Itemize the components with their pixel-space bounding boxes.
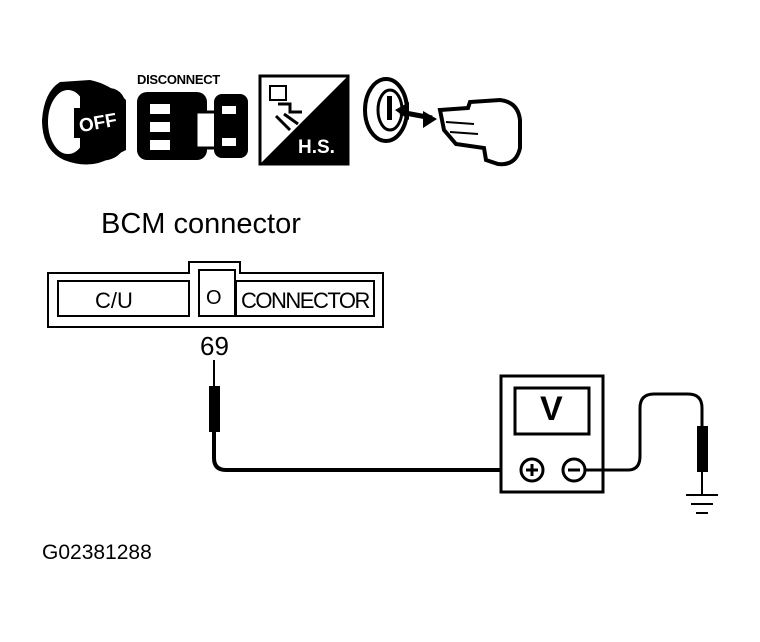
ground-icon <box>686 494 718 514</box>
ground-wire <box>586 392 708 494</box>
connector-cu-label: C/U <box>95 288 133 313</box>
probe-wire <box>209 360 522 472</box>
connector-side-label: CONNECTOR <box>241 288 370 313</box>
voltmeter <box>499 374 605 494</box>
bcm-connector <box>47 261 384 328</box>
pin-number: 69 <box>200 331 229 361</box>
disconnect-label: DISCONNECT <box>137 72 220 87</box>
diagram-title: BCM connector <box>101 208 301 240</box>
negative-terminal-icon <box>561 457 587 483</box>
positive-terminal-icon <box>519 457 545 483</box>
figure-code: G02381288 <box>42 541 152 564</box>
harness-side-label: H.S. <box>298 137 335 158</box>
disconnect-connector-icon <box>137 92 248 160</box>
meter-display-label: V <box>540 390 563 428</box>
harness-side-icon <box>258 74 350 166</box>
key-removed-icon <box>363 77 522 167</box>
connector-cavity-label: O <box>206 287 222 309</box>
ignition-off-icon <box>42 80 126 165</box>
